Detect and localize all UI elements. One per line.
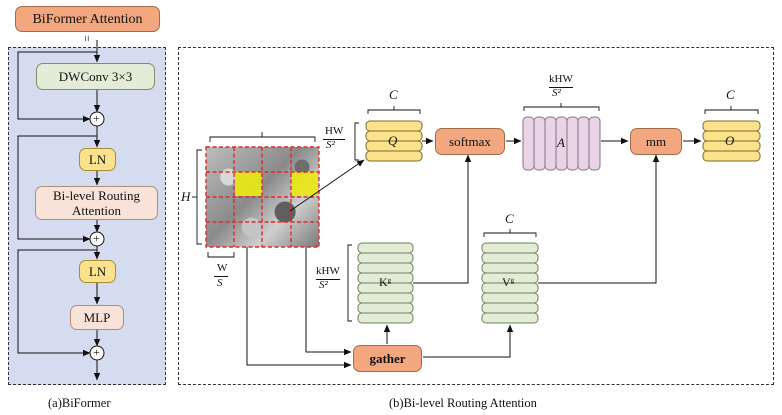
dwconv-block: DWConv 3×3 [36, 63, 155, 90]
h-label: H [181, 189, 191, 204]
bi-level-routing-attention-panel [178, 47, 774, 385]
a-stack [522, 116, 601, 171]
residual-3 [17, 249, 97, 357]
v-stack [481, 242, 539, 324]
khw-top-fraction-line [549, 87, 573, 88]
mm-block: mm [630, 128, 682, 155]
khw-left-denominator: S² [319, 279, 328, 291]
hw-denominator: S² [326, 139, 335, 151]
biformer-attention-block: BiFormer Attention [15, 6, 160, 32]
o-stack [702, 120, 761, 162]
arrow-image-to-gather-2 [305, 247, 352, 356]
highlight-patch-2 [291, 172, 318, 196]
arrow-region-to-q [289, 159, 365, 212]
a-label: A [557, 135, 565, 150]
softmax-block: softmax [435, 128, 505, 155]
ln-block-2: LN [79, 260, 116, 283]
region-grid [205, 146, 320, 248]
ln-label-1: LN [88, 152, 107, 167]
highlight-patch-1 [235, 172, 262, 196]
residual-1 [17, 51, 97, 123]
k-gather-label: Kᵍ [379, 275, 392, 289]
c-label-o: C [726, 87, 735, 102]
khw-top-denominator: S² [552, 87, 561, 99]
w-denominator: S [217, 277, 223, 289]
dwconv-label: DWConv 3×3 [58, 69, 133, 84]
plus-circle-3 [89, 345, 105, 361]
q-label: Q [388, 133, 398, 148]
caption-bi-level-routing-attention: (b)Bi-level Routing Attention [389, 396, 537, 410]
gather-block: gather [353, 345, 422, 372]
k-stack [357, 242, 414, 324]
q-stack [365, 120, 423, 162]
mlp-label: MLP [83, 310, 111, 325]
plus-circles [89, 111, 105, 361]
gather-label: gather [369, 351, 406, 366]
plus-circle-2 [89, 231, 105, 247]
biformer-attention-label: BiFormer Attention [32, 11, 143, 27]
bi-level-routing-line2: Attention [71, 203, 122, 218]
arrow-image-to-gather-1 [246, 247, 352, 369]
hw-numerator: HW [325, 125, 344, 137]
bi-level-routing-line1: Bi-level Routing [52, 188, 141, 203]
plus-sign-2: + [93, 231, 100, 245]
v-gather-label: Vᵍ [502, 275, 515, 289]
w-numerator: W [217, 262, 228, 274]
hw-fraction-line [323, 139, 345, 140]
plus-sign-1: + [93, 111, 100, 125]
bi-level-routing-block: Bi-level Routing Attention [35, 186, 158, 220]
residual-2 [17, 135, 97, 243]
khw-left-fraction-line [316, 279, 340, 280]
khw-top-numerator: kHW [549, 73, 573, 85]
mlp-block: MLP [70, 305, 124, 330]
arrow-k-to-softmax [413, 154, 472, 284]
c-label-v: C [505, 211, 514, 226]
ln-block-1: LN [79, 148, 116, 171]
c-label-q: C [389, 87, 398, 102]
ln-label-2: LN [88, 264, 107, 279]
mm-label: mm [645, 134, 667, 149]
plus-sign-3: + [93, 345, 100, 359]
arrow-v-to-mm [538, 154, 660, 284]
w-fraction-line [214, 276, 228, 277]
o-label: O [725, 133, 735, 148]
image-brackets [192, 132, 316, 258]
plus-circle-1 [89, 111, 105, 127]
caption-biformer: (a)BiFormer [48, 396, 111, 410]
softmax-label: softmax [449, 134, 491, 149]
khw-left-numerator: kHW [316, 265, 340, 277]
arrow-gather-to-v [423, 324, 514, 358]
